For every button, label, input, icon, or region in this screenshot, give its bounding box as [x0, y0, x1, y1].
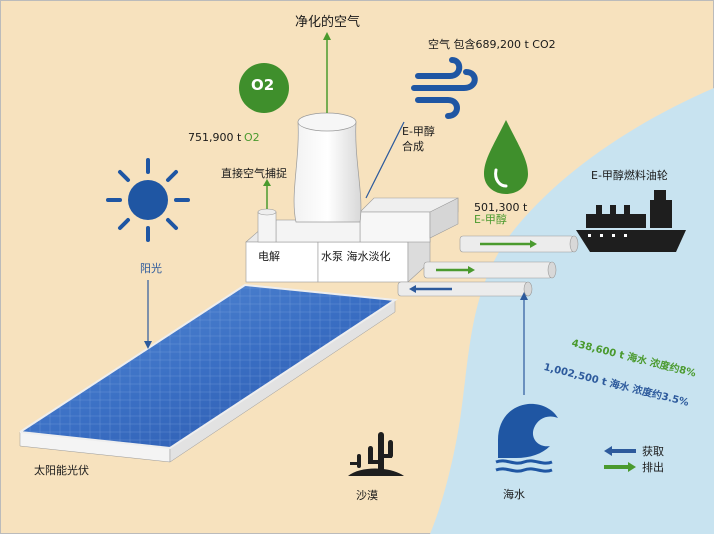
wind-icon [411, 57, 478, 119]
sea-area [430, 88, 714, 534]
cactus-icon [348, 432, 404, 476]
oxygen-amount-label: 751,900 t [188, 131, 242, 144]
oxygen-icon [239, 63, 289, 113]
wave-icon [495, 403, 558, 473]
methanol-amount-label: 501,300 t [474, 201, 528, 214]
ship-icon [576, 190, 686, 252]
droplet-icon [484, 120, 528, 194]
methanol-product-label: E-甲醇 [474, 213, 507, 226]
solar-panel-field [19, 283, 398, 463]
direct-air-capture-label: 直接空气捕捉 [221, 167, 287, 180]
plant-building [245, 197, 459, 283]
air-co2-label: 空气 包含689,200 t CO2 [428, 38, 556, 51]
legend-discharge-label: 排出 [642, 461, 664, 474]
electrolysis-label: 电解 [258, 250, 280, 263]
water-pump-label: 水泵 海水淡化 [321, 250, 391, 263]
desert-label: 沙漠 [356, 489, 378, 502]
tanker-label: E-甲醇燃料油轮 [591, 169, 668, 182]
sun-icon [106, 158, 190, 242]
solar-pv-label: 太阳能光伏 [34, 464, 89, 477]
o2-symbol: O2 [251, 76, 275, 94]
dac-unit [257, 208, 277, 243]
sunlight-label: 阳光 [140, 262, 162, 275]
oxygen-gas-label: O2 [244, 131, 260, 144]
pipes [397, 235, 579, 297]
legend-intake-label: 获取 [642, 445, 664, 458]
cooling-tower [293, 112, 362, 223]
seawater-label: 海水 [503, 488, 525, 501]
flow-arrows [144, 32, 528, 395]
purified-air-label: 净化的空气 [295, 15, 361, 30]
methanol-synthesis-line1: E-甲醇 [402, 125, 435, 138]
legend-arrows [604, 446, 636, 472]
methanol-synthesis-line2: 合成 [402, 140, 424, 153]
